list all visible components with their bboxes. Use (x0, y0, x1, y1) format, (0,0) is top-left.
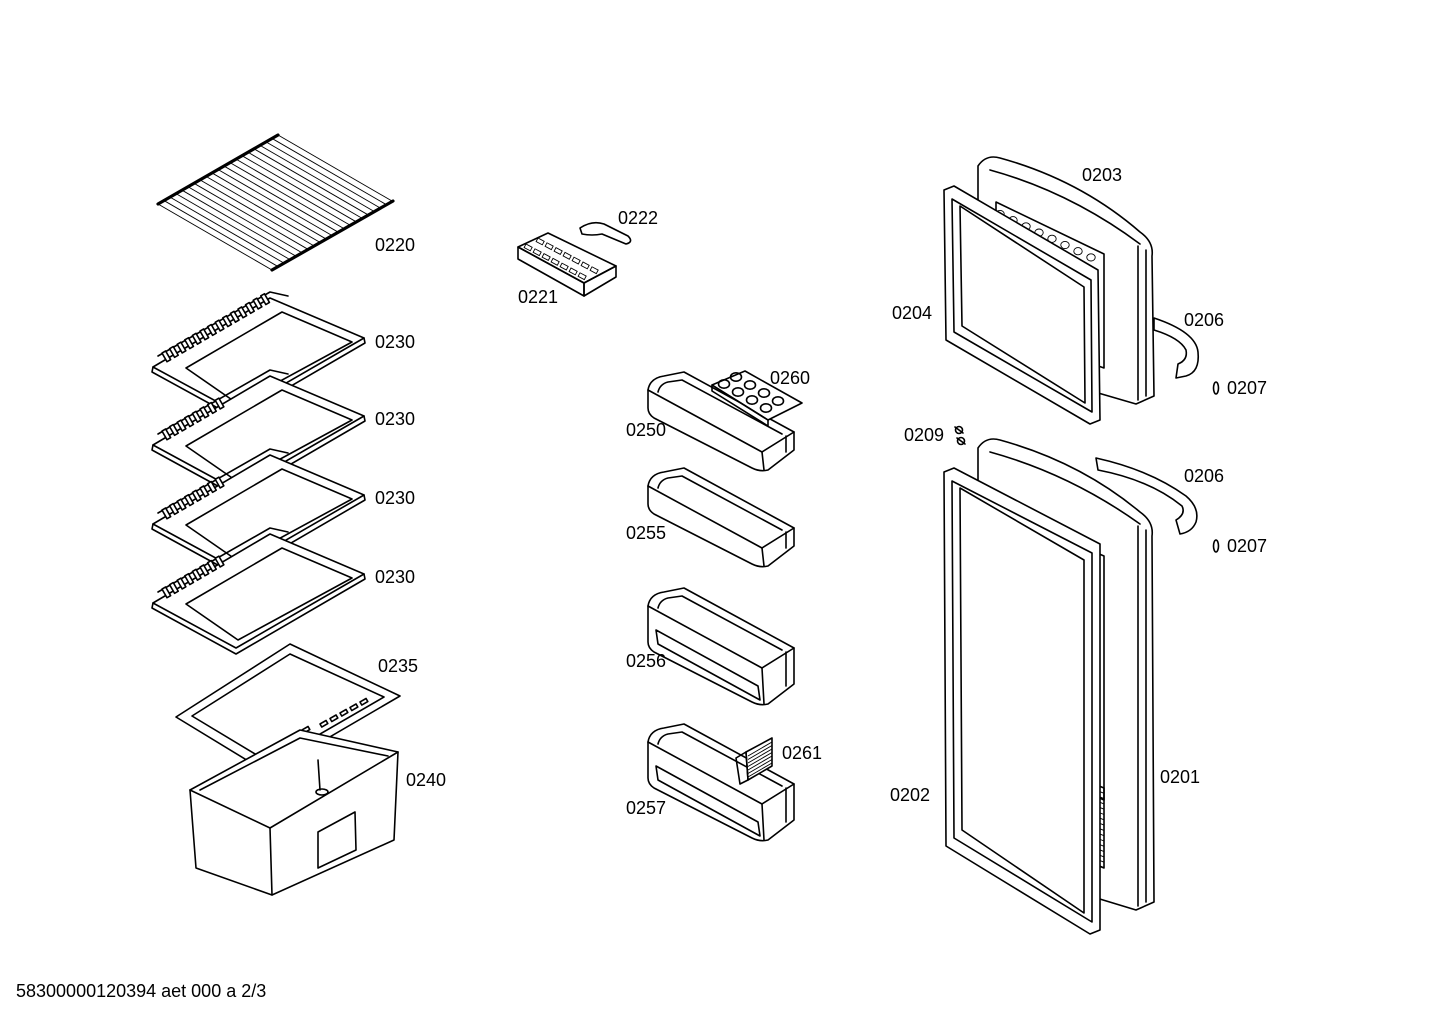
label-0206-upper: 0206 (1184, 310, 1225, 330)
hinge-cover-0206-lower (1095, 457, 1198, 535)
label-0206-lower: 0206 (1184, 466, 1225, 486)
label-0202: 0202 (890, 785, 931, 805)
screws-0209 (954, 425, 966, 446)
ice-tray-0221 (517, 232, 617, 297)
bushing-0207-upper (1212, 381, 1220, 395)
divider-0261 (735, 737, 773, 785)
label-0204: 0204 (892, 303, 933, 323)
hinge-cover-0206-upper (1153, 317, 1200, 379)
label-0256: 0256 (626, 651, 667, 671)
door-bin-0255 (647, 467, 795, 568)
glass-shelf-4 (151, 527, 366, 655)
label-0222: 0222 (618, 208, 659, 228)
door-bin-0257 (647, 723, 795, 842)
wire-shelf-0220 (156, 133, 395, 272)
label-0240: 0240 (406, 770, 447, 790)
label-0221: 0221 (518, 287, 559, 307)
door-bins (647, 371, 795, 842)
label-0230-2: 0230 (375, 409, 416, 429)
label-0250: 0250 (626, 420, 667, 440)
label-0203: 0203 (1082, 165, 1123, 185)
door-bin-0250 (647, 371, 795, 472)
label-0230-4: 0230 (375, 567, 416, 587)
label-0255: 0255 (626, 523, 667, 543)
glass-shelf-2 (151, 369, 366, 497)
label-0261: 0261 (782, 743, 823, 763)
door-bin-0256 (647, 587, 795, 706)
egg-tray-0260 (711, 370, 803, 427)
drawing-reference-footer: 58300000120394 aet 000 a 2/3 (16, 981, 267, 1001)
label-0230-3: 0230 (375, 488, 416, 508)
label-0220: 0220 (375, 235, 416, 255)
label-0235: 0235 (378, 656, 419, 676)
freezer-gasket-0204 (943, 185, 1101, 425)
label-0260: 0260 (770, 368, 811, 388)
bushing-0207-lower (1212, 539, 1220, 553)
ice-scoop-0222 (579, 221, 632, 245)
label-0230-1: 0230 (375, 332, 416, 352)
glass-shelves-0230 (151, 291, 366, 655)
label-0209: 0209 (904, 425, 945, 445)
crisper-drawer-0240 (189, 729, 399, 896)
fridge-gasket-0202 (943, 467, 1101, 935)
label-0207-lower: 0207 (1227, 536, 1268, 556)
label-0201: 0201 (1160, 767, 1201, 787)
glass-shelf-3 (151, 448, 366, 576)
label-0257: 0257 (626, 798, 667, 818)
label-0207-upper: 0207 (1227, 378, 1268, 398)
